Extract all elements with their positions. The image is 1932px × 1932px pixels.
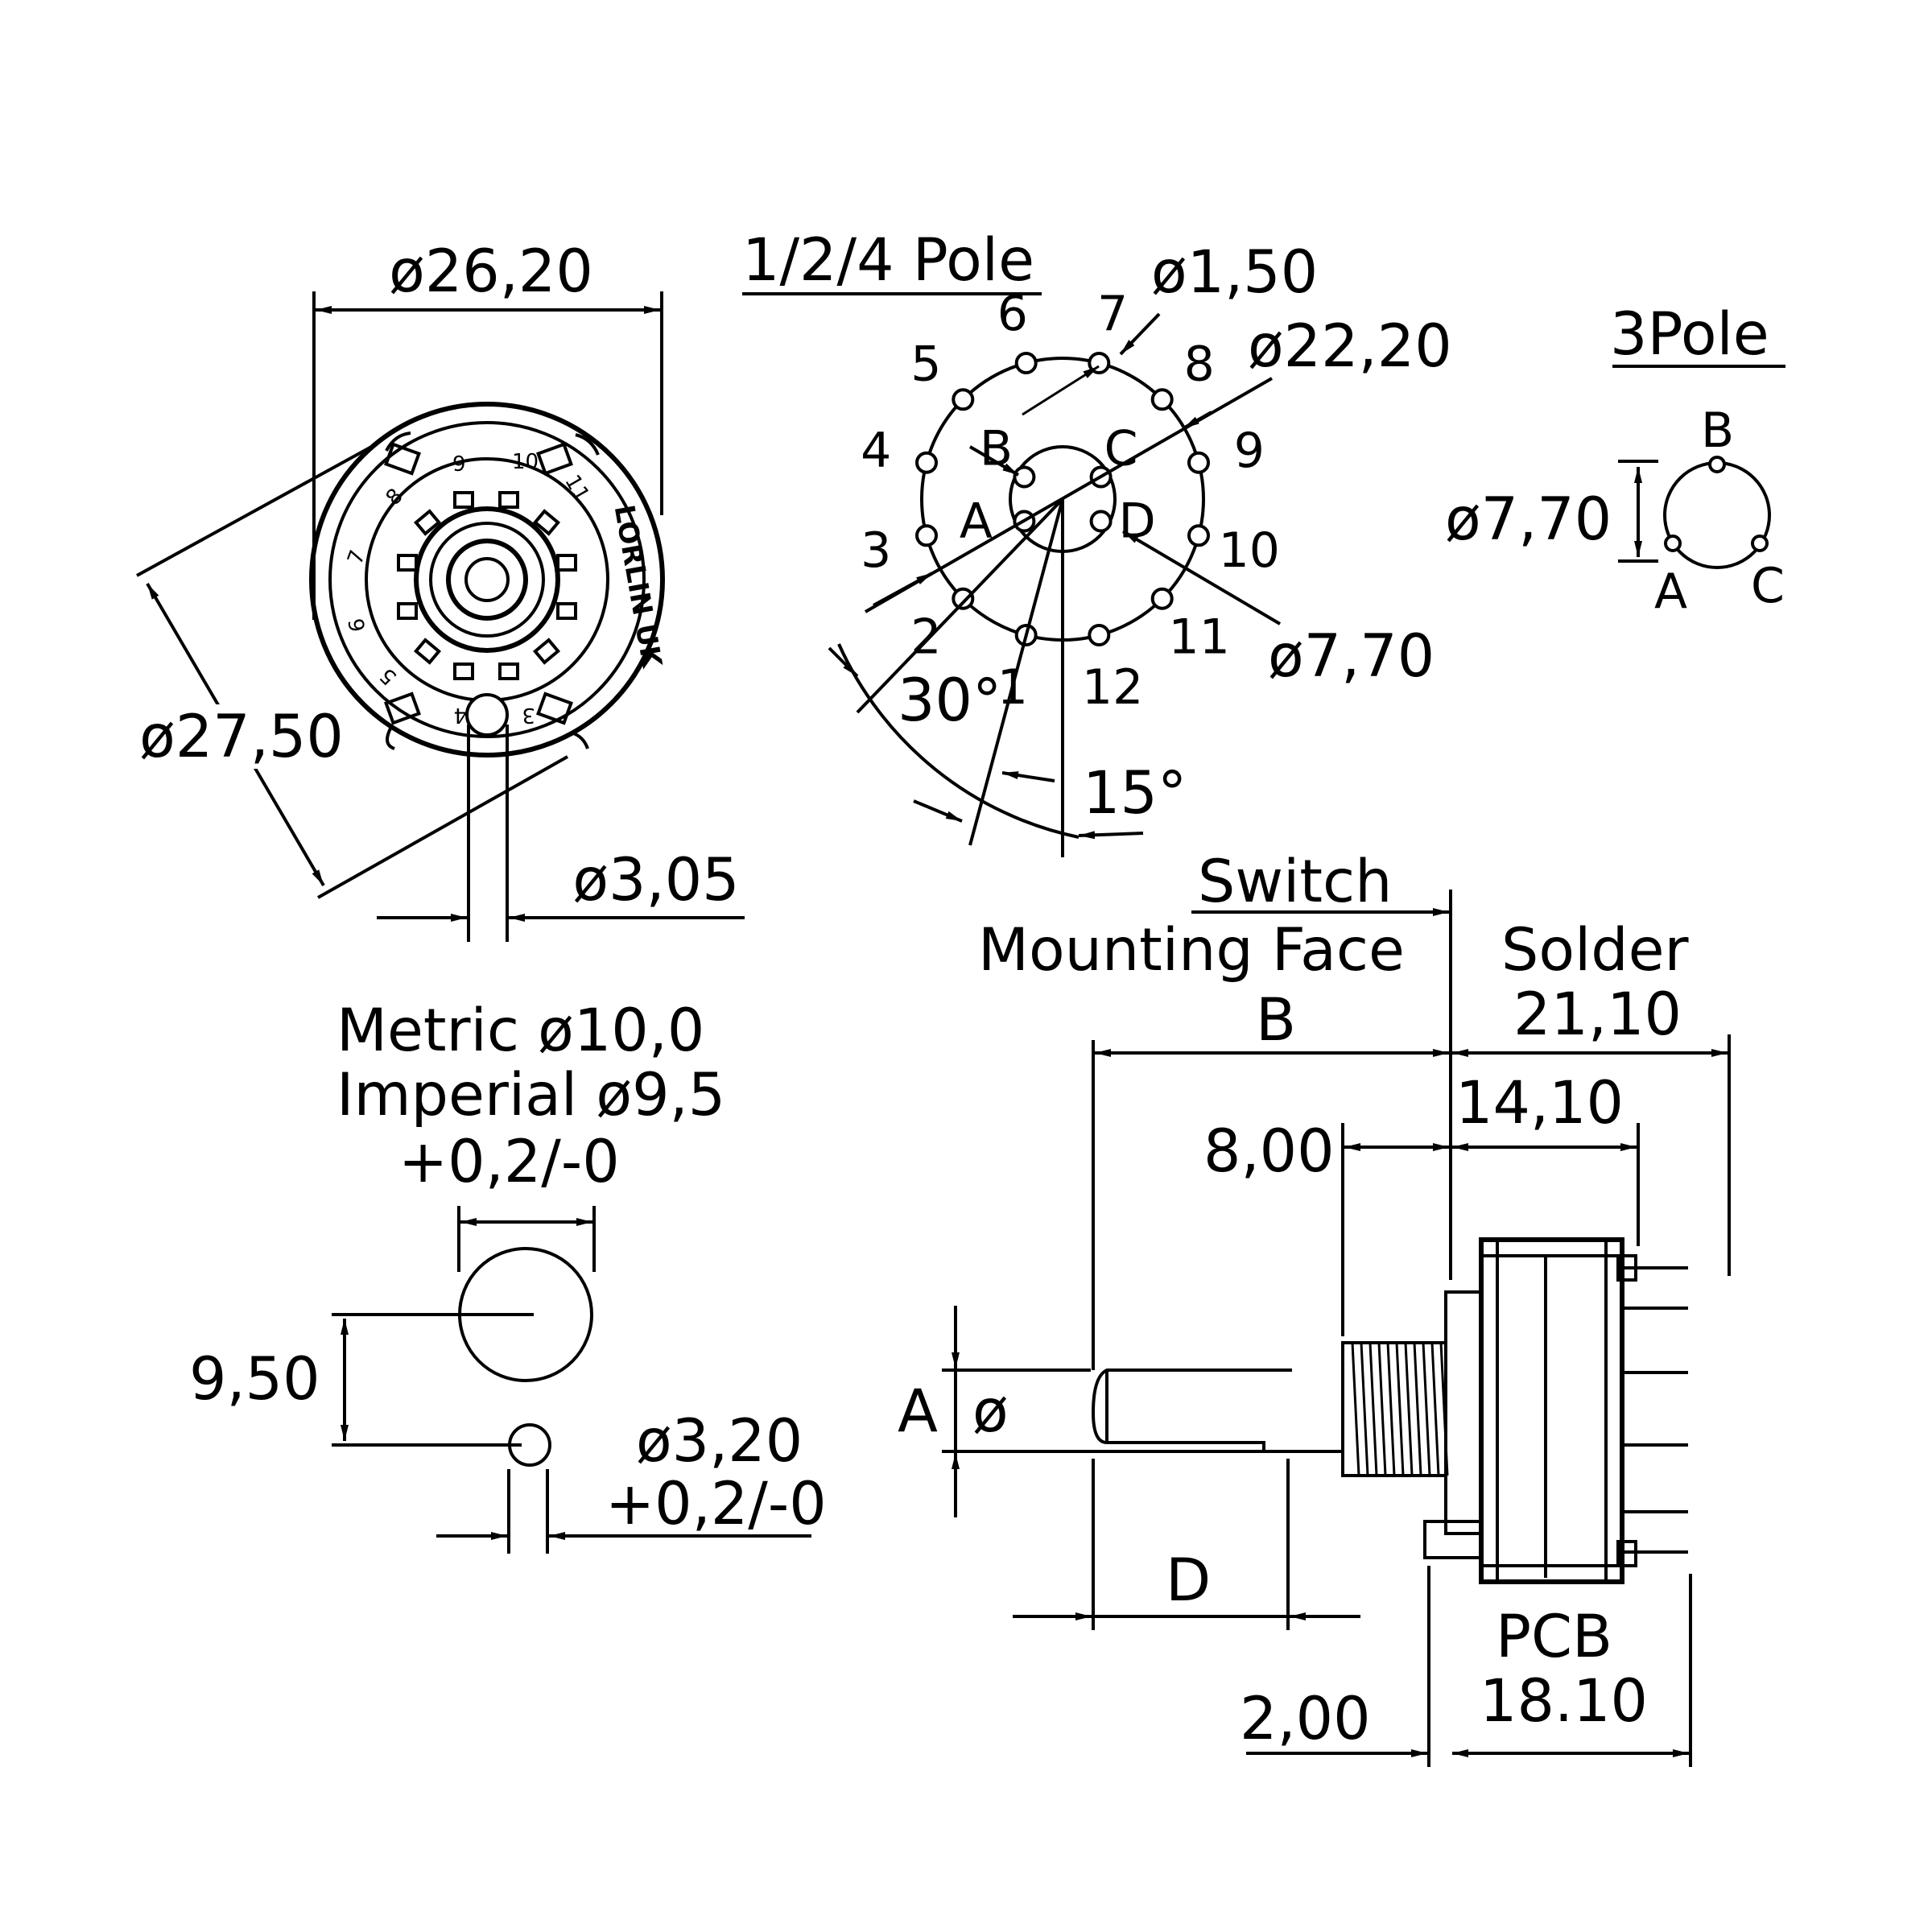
pin-hole — [915, 451, 938, 474]
pin-hole — [952, 587, 975, 610]
cutout-pin-dia: ø3,20 — [636, 1407, 803, 1476]
body-outer-circle — [309, 402, 665, 758]
dia-inner-label: ø7,70 — [1268, 622, 1435, 691]
pin-hole — [952, 388, 975, 411]
dial-number: 8 — [382, 484, 408, 510]
dim-8: 8,00 — [1203, 1117, 1335, 1186]
dia-bezel-label: ø26,20 — [389, 237, 593, 306]
angle-15-label: 15° — [1083, 759, 1187, 828]
dia-symbol: ø — [972, 1377, 1009, 1446]
pole3-title: 3Pole — [1610, 300, 1769, 369]
dial-number: 7 — [343, 547, 370, 568]
pin-number: 6 — [997, 286, 1028, 342]
pin-hole — [1187, 524, 1210, 547]
thread-line — [1351, 1342, 1360, 1476]
dim-a: A — [898, 1377, 938, 1446]
panel-cutout: Metric ø10,0 Imperial ø9,5 +0,2/-0 9,50 … — [189, 997, 827, 1554]
dia-shaft-label: ø3,05 — [572, 846, 739, 914]
mounting-face-label: Mounting Face — [978, 916, 1405, 985]
dim-2: 2,00 — [1240, 1685, 1371, 1753]
thread-line — [1368, 1342, 1378, 1476]
pcb-label: PCB — [1496, 1603, 1612, 1671]
bushing-circle — [414, 506, 560, 653]
pin-number: 5 — [910, 336, 941, 392]
inner-pin-hole — [1089, 510, 1113, 533]
pole-3-layout: 3Pole B A C ø7,70 — [1445, 300, 1785, 620]
dia-pitch-label: ø22,20 — [1248, 312, 1452, 381]
pin-number: 4 — [861, 423, 891, 479]
stop-pin-circle — [465, 693, 509, 737]
solder-label: Solder — [1501, 916, 1690, 985]
pin-hole — [1088, 624, 1111, 646]
cutout-pin-tol: +0,2/-0 — [605, 1470, 827, 1538]
pin-hole — [1150, 388, 1174, 411]
thread-line — [1430, 1342, 1440, 1476]
thread-line — [1395, 1342, 1405, 1476]
cutout-tolerance: +0,2/-0 — [398, 1128, 620, 1196]
cutout-metric: Metric ø10,0 — [336, 997, 704, 1065]
pin-hole — [1150, 587, 1174, 610]
thread-line — [1360, 1342, 1369, 1476]
switch-body-flange — [1444, 1290, 1483, 1535]
dim-b: B — [1256, 986, 1296, 1055]
dial-number: 5 — [375, 663, 402, 689]
inner-pin-label: C — [1104, 421, 1138, 477]
pin-number: 2 — [910, 609, 941, 666]
pole3-dia-label: ø7,70 — [1445, 485, 1612, 554]
switch-label: Switch — [1198, 848, 1392, 916]
pole3-pin-label: C — [1751, 558, 1785, 614]
pole-title: 1/2/4 Pole — [742, 226, 1034, 295]
pin-number: 11 — [1169, 609, 1230, 666]
thread-line — [1422, 1342, 1431, 1476]
pin-number: 8 — [1184, 336, 1215, 392]
side-view: Switch Mounting Face Solder 21,10 B 8,00… — [898, 848, 1731, 1767]
dial-number: 10 — [512, 450, 539, 474]
thread-line — [1377, 1342, 1387, 1476]
pin-number: 7 — [1097, 286, 1128, 342]
dial-number: 11 — [559, 471, 594, 506]
front-view: ø26,20 — [135, 237, 745, 942]
pole3-pin-label: A — [1654, 564, 1687, 620]
pin-number: 12 — [1082, 659, 1143, 716]
dial-number: 9 — [452, 452, 466, 477]
dim-solder: 21,10 — [1513, 980, 1682, 1049]
cutout-imperial: Imperial ø9,5 — [336, 1061, 725, 1129]
pin-hole — [1014, 352, 1038, 374]
thread-line — [1386, 1342, 1396, 1476]
inner-pin-label: A — [960, 493, 993, 550]
contact-squares — [384, 442, 577, 725]
dial-number: 4 — [453, 703, 467, 727]
shaft — [1091, 1368, 1343, 1453]
dial-number: 6 — [345, 617, 370, 634]
angle-30-label: 30° — [898, 667, 1001, 735]
dim-d: D — [1166, 1546, 1211, 1615]
pin-hole — [915, 524, 938, 547]
dia-pin-label: ø1,50 — [1151, 238, 1318, 307]
pin-number: 9 — [1234, 423, 1265, 479]
marking-brand: LORLIN UK — [608, 502, 668, 671]
pin-number: 10 — [1219, 522, 1280, 579]
pin-hole — [1187, 451, 1210, 474]
switch-body — [1479, 1237, 1624, 1584]
dim-pcb: 18.10 — [1480, 1667, 1648, 1736]
thread-line — [1413, 1342, 1422, 1476]
body-ring — [328, 421, 646, 738]
dial-number: 3 — [522, 703, 535, 727]
pole3-circle — [1663, 461, 1771, 569]
cutout-offset: 9,50 — [189, 1345, 320, 1414]
pin-number: 3 — [861, 522, 891, 579]
dia-body-label: ø27,50 — [139, 703, 344, 771]
pole3-pin-label: B — [1701, 402, 1734, 459]
dim-14: 14,10 — [1455, 1069, 1624, 1137]
solder-pins — [1616, 1254, 1688, 1567]
angle-arc — [837, 643, 1080, 839]
thread-line — [1404, 1342, 1414, 1476]
inner-pin-hole — [1013, 465, 1036, 489]
